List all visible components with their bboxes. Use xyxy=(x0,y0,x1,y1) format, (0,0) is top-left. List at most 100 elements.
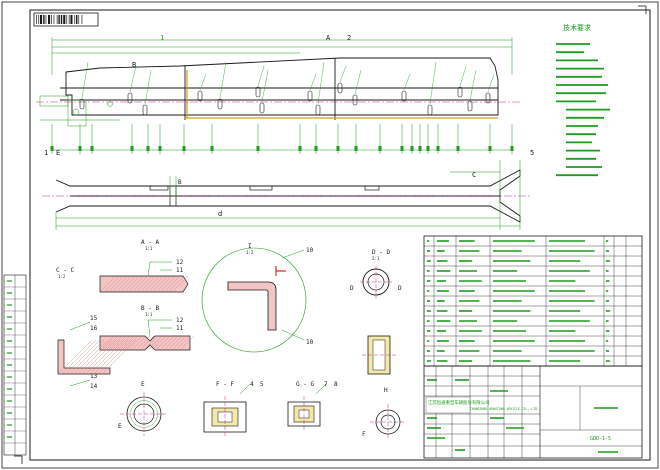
barcode-bar xyxy=(40,15,43,24)
callout-13: 13 xyxy=(90,373,98,380)
main-leader xyxy=(219,61,227,99)
left-label-e: E xyxy=(56,149,60,157)
hatch-line xyxy=(73,339,109,375)
hatch-line xyxy=(139,335,155,351)
bottom-dim-label xyxy=(418,146,422,151)
section-ff: F - F 4 5 xyxy=(203,381,264,438)
barcode-bar xyxy=(36,15,37,24)
main-label-a: A xyxy=(326,34,331,42)
main-hole-slot xyxy=(307,90,313,102)
section-e-title: E xyxy=(141,381,145,388)
barcode-bar xyxy=(53,15,55,24)
bottom-dim-label xyxy=(130,146,134,151)
main-leader xyxy=(403,73,411,91)
hatch-line xyxy=(171,275,189,293)
callout-5: 5 xyxy=(260,381,264,388)
plan-view: C 5 d B xyxy=(42,149,534,230)
main-hole-slot xyxy=(401,90,407,102)
section-dd: D - D 2:1 D D xyxy=(350,249,402,375)
section-dd-right: D xyxy=(398,285,402,292)
section-aa-scale: 1:1 xyxy=(145,246,153,251)
hatch-line xyxy=(131,335,147,351)
main-leader xyxy=(429,61,437,105)
callout-14: 14 xyxy=(90,383,98,390)
technical-notes: 技术要求 xyxy=(556,23,610,177)
main-leader xyxy=(144,69,152,105)
corner-marks xyxy=(14,5,647,464)
bottom-dim-label xyxy=(158,146,162,151)
barcode-bar xyxy=(45,15,47,24)
hatch-line xyxy=(143,275,161,293)
barcode-bar xyxy=(68,15,70,24)
hatch-line xyxy=(139,275,157,293)
hatch-line xyxy=(107,335,123,351)
hatch-line xyxy=(175,335,191,351)
section-bb-title: B - B xyxy=(141,305,159,312)
hatch-line xyxy=(167,275,185,293)
inner-border xyxy=(29,9,651,461)
bottom-dim-label xyxy=(50,146,54,151)
barcode-bar xyxy=(63,15,66,24)
main-leader xyxy=(469,69,477,101)
hatch-line xyxy=(179,335,195,351)
hatch-line xyxy=(123,335,139,351)
left-label-1: 1 xyxy=(44,149,48,157)
barcode-bar xyxy=(51,15,52,24)
hatch-line xyxy=(103,335,119,351)
section-e-mark: E xyxy=(118,423,122,430)
callout-12-bb: 12 xyxy=(176,317,184,324)
main-hole-slot xyxy=(142,104,148,116)
main-hole-slot xyxy=(127,92,133,104)
hatch-line xyxy=(115,335,131,351)
barcode-bar xyxy=(60,15,63,24)
main-leader xyxy=(261,69,269,103)
main-hole-slot xyxy=(337,82,343,94)
bottom-dim-label xyxy=(78,146,82,151)
hatch-line xyxy=(115,275,133,293)
main-hole-slot xyxy=(217,98,223,110)
hatch-line xyxy=(99,275,117,293)
main-view: A 2 1 B 1 E xyxy=(36,34,520,157)
bottom-dim-label xyxy=(182,146,186,151)
main-hole-slot xyxy=(259,102,265,114)
bottom-dim-label xyxy=(410,146,414,151)
main-leader xyxy=(339,65,347,83)
hatch-line xyxy=(57,339,93,375)
main-hole-slot xyxy=(255,86,261,98)
hatch-line xyxy=(81,339,117,375)
hatch-line xyxy=(151,275,169,293)
barcode xyxy=(33,12,99,27)
bottom-dim-label xyxy=(426,146,430,151)
hatch-line xyxy=(127,275,145,293)
section-cc-title: C - C xyxy=(56,267,74,274)
main-hole-slot xyxy=(352,94,358,106)
main-leader xyxy=(199,73,207,91)
callout-7: 7 xyxy=(324,381,328,388)
section-dd-title: D - D xyxy=(372,249,390,256)
section-cc: C - C 1:2 15 16 13 14 xyxy=(56,267,137,390)
plan-label-d: d xyxy=(218,210,222,218)
section-h: H F xyxy=(362,387,406,440)
bottom-dim-label xyxy=(146,146,150,151)
barcode-bar xyxy=(76,15,78,24)
hatch-line xyxy=(85,339,121,375)
plan-label-b: B xyxy=(178,179,182,186)
barcode-bar xyxy=(66,15,68,24)
section-bb: B - B 1:1 12 11 xyxy=(99,305,195,351)
barcode-bar xyxy=(38,15,40,24)
hatch-line xyxy=(143,335,159,351)
main-leader xyxy=(459,65,467,87)
bottom-dim-label xyxy=(90,146,94,151)
title-block: 江苏恒通重型车辆股份有限公司 CHANGZHOU HENGTONG VEHICL… xyxy=(423,365,643,459)
main-leader xyxy=(81,61,89,99)
section-dd-scale: 2:1 xyxy=(372,256,380,261)
callout-11-aa: 11 xyxy=(176,267,184,274)
hatch-line xyxy=(107,275,125,293)
hatch-line xyxy=(93,339,129,375)
bottom-dim-label xyxy=(456,146,460,151)
hatch-line xyxy=(119,275,137,293)
hatch-line xyxy=(151,335,167,351)
